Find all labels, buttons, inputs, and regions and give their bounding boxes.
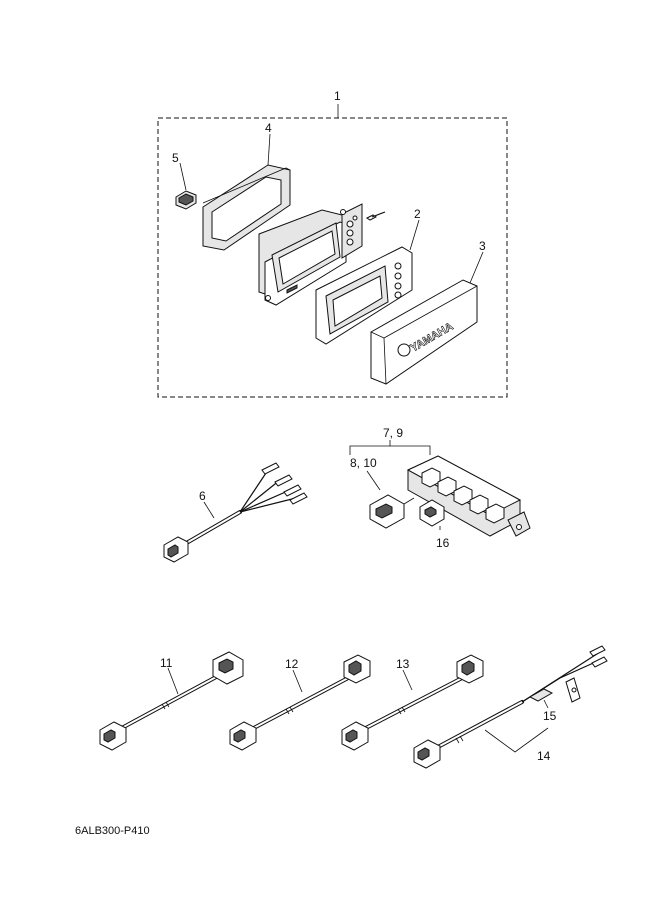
kit-1-group: 1 5 4 xyxy=(157,89,508,398)
connector-block-group: 7, 9 8, 10 16 xyxy=(349,426,531,550)
callout-4: 4 xyxy=(265,121,272,135)
callout-2: 2 xyxy=(414,207,421,221)
part-3-cover: YAMAHA xyxy=(370,279,478,385)
part-2-bezel xyxy=(315,246,413,345)
callout-12: 12 xyxy=(285,657,299,671)
callout-6: 6 xyxy=(199,489,206,503)
part-12-extension-cable xyxy=(229,654,371,751)
callout-16: 16 xyxy=(436,536,450,550)
part-13-extension-cable xyxy=(341,654,484,751)
callout-14: 14 xyxy=(537,749,551,763)
mounting-screw xyxy=(366,211,386,221)
callout-7-9: 7, 9 xyxy=(383,426,403,440)
callout-11: 11 xyxy=(160,656,173,670)
callout-1: 1 xyxy=(334,89,341,103)
diagram-code: 6ALB300-P410 xyxy=(75,825,150,837)
part-6-branched-harness xyxy=(163,462,308,563)
part-5-knob xyxy=(175,190,197,210)
part-14-harness-with-fuse xyxy=(413,645,608,769)
part-11-extension-cable xyxy=(99,651,244,751)
meter-body xyxy=(258,203,363,306)
callout-8-10: 8, 10 xyxy=(350,456,377,470)
kit-1-dashed-frame xyxy=(157,117,508,398)
callout-3: 3 xyxy=(479,239,486,253)
callout-13: 13 xyxy=(396,657,410,671)
callout-5: 5 xyxy=(172,151,179,165)
callout-15: 15 xyxy=(543,709,557,723)
